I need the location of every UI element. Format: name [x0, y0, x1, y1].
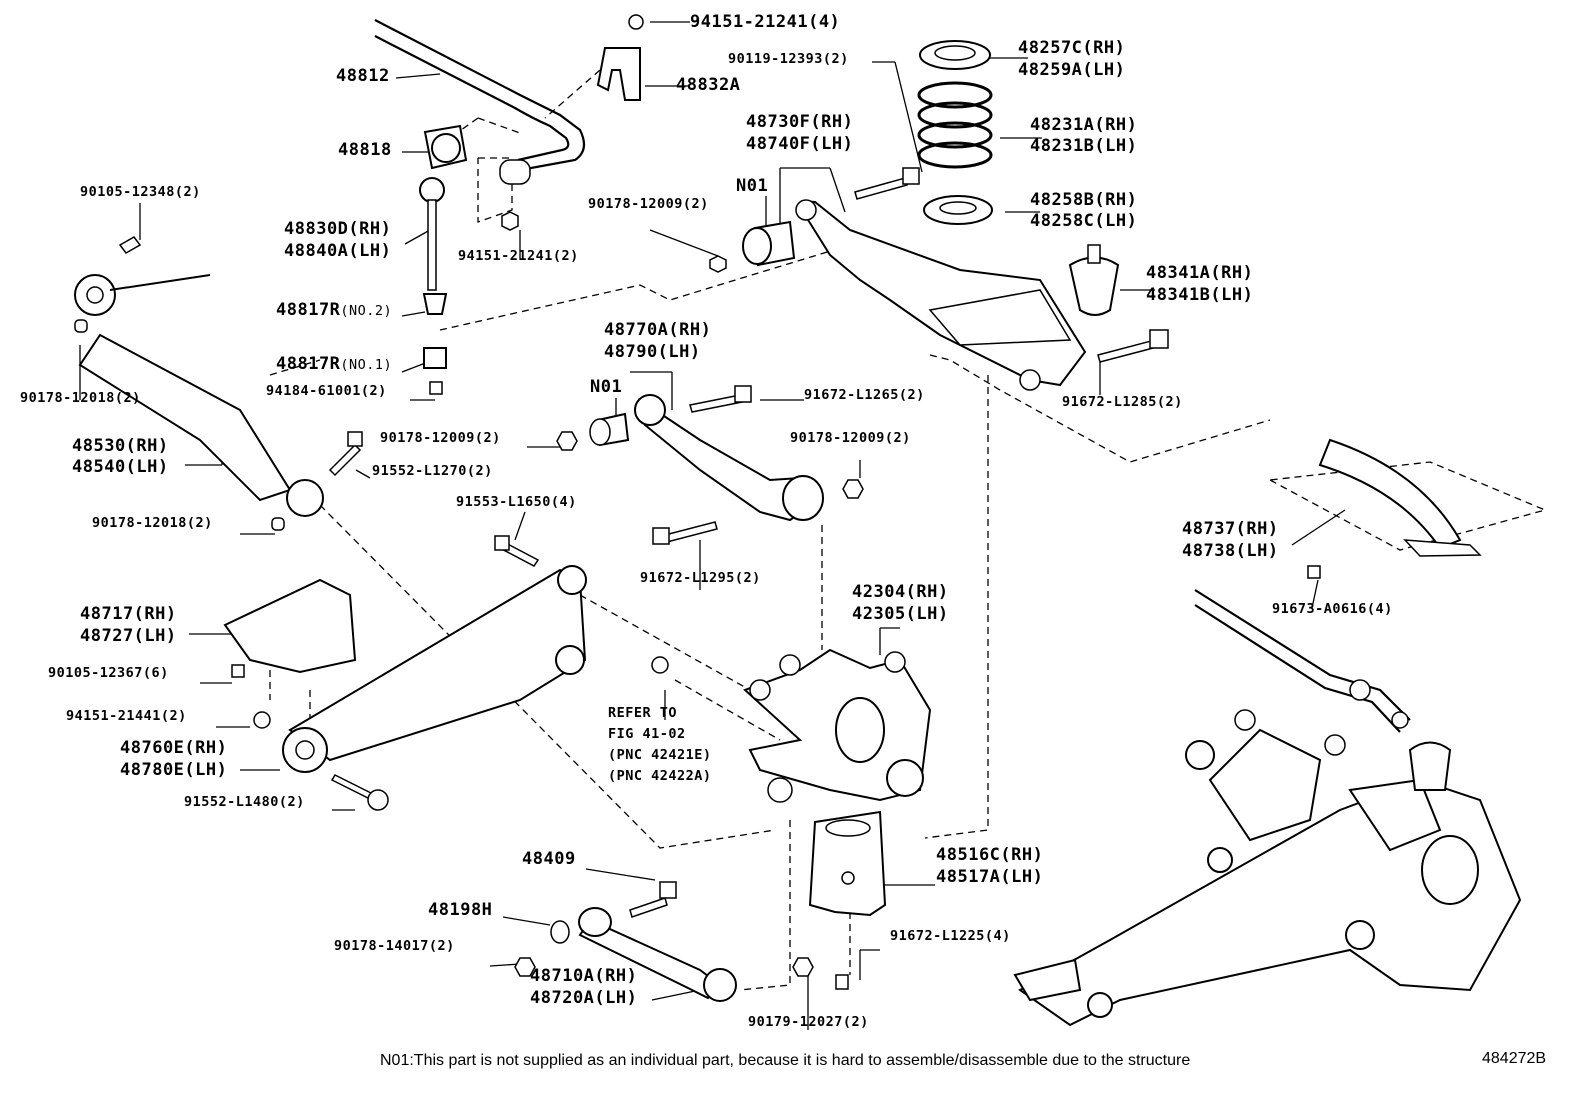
callout-48258b: 48258B(RH) — [1030, 190, 1138, 210]
refer-line3: (PNC 42421E) — [608, 747, 712, 763]
callout-48737: 48737(RH) — [1182, 519, 1279, 539]
callout-48258c: 48258C(LH) — [1030, 211, 1138, 231]
callout-48341b: 48341B(LH) — [1146, 285, 1254, 305]
callout-48740f: 48740F(LH) — [746, 134, 854, 154]
callout-90178-12018-b: 90178-12018(2) — [92, 515, 213, 531]
callout-91553-l1650: 91553-L1650(4) — [456, 494, 577, 510]
diagram-id: 484272B — [1482, 1050, 1547, 1067]
stabilizer-bar — [374, 19, 586, 185]
callout-94151-21241-4: 94151-21241(4) — [690, 12, 841, 32]
stabilizer-link — [419, 177, 519, 291]
callout-94151-21441: 94151-21441(2) — [66, 708, 187, 724]
bracket-48832a — [596, 14, 644, 101]
refer-line4: (PNC 42422A) — [608, 768, 712, 784]
callout-48832a: 48832A — [676, 75, 741, 95]
callout-48818: 48818 — [338, 140, 392, 160]
callout-48516c: 48516C(RH) — [936, 845, 1044, 865]
callout-48830d: 48830D(RH) — [284, 219, 392, 239]
callout-94151-21241-2: 94151-21241(2) — [458, 248, 579, 264]
callout-42305: 42305(LH) — [852, 604, 949, 624]
callout-48341a: 48341A(RH) — [1146, 263, 1254, 283]
callout-48231a: 48231A(RH) — [1030, 115, 1138, 135]
callout-48530: 48530(RH) — [72, 436, 169, 456]
callout-48409: 48409 — [522, 849, 576, 869]
callout-48730f: 48730F(RH) — [746, 112, 854, 132]
assembly-dash-lines — [269, 69, 1547, 991]
callout-91673-a0616: 91673-A0616(4) — [1272, 601, 1393, 617]
callout-48780e: 48780E(LH) — [120, 760, 228, 780]
refer-line2: FIG 41-02 — [608, 726, 686, 742]
callout-48738: 48738(LH) — [1182, 541, 1279, 561]
toe-arm-48710a — [514, 881, 814, 1002]
footnote-n01: N01:This part is not supplied as an indi… — [380, 1052, 1191, 1069]
callout-90178-12009-a: 90178-12009(2) — [588, 196, 709, 212]
callout-91552-l1480: 91552-L1480(2) — [184, 794, 305, 810]
shock-mount-cushions — [422, 293, 448, 395]
callout-91672-l1225: 91672-L1225(4) — [890, 928, 1011, 944]
callout-48727: 48727(LH) — [80, 626, 177, 646]
callout-90178-12018-a: 90178-12018(2) — [20, 390, 141, 406]
callout-90105-12348: 90105-12348(2) — [80, 184, 201, 200]
callout-48817r-no2: 48817R(NO.2) — [276, 300, 393, 320]
callout-n01-b: N01 — [590, 377, 623, 397]
callout-48231b: 48231B(LH) — [1030, 136, 1138, 156]
coil-spring — [917, 40, 993, 225]
callout-91672-l1285: 91672-L1285(2) — [1062, 394, 1183, 410]
callout-48817r-no1: 48817R(NO.1) — [276, 354, 393, 374]
callout-91672-l1295: 91672-L1295(2) — [640, 570, 761, 586]
bolt-91672-l1285 — [1097, 329, 1169, 363]
callout-91552-l1270: 91552-L1270(2) — [372, 463, 493, 479]
callout-n01-a: N01 — [736, 176, 769, 196]
callout-48517a: 48517A(LH) — [936, 867, 1044, 887]
rear-suspension-arm-48770a — [556, 385, 864, 545]
refer-line1: REFER TO — [608, 705, 678, 721]
callout-90178-12009-b: 90178-12009(2) — [380, 430, 501, 446]
bump-stopper — [1068, 244, 1120, 316]
bushing-48818 — [423, 124, 468, 170]
callout-48840a: 48840A(LH) — [284, 241, 392, 261]
callout-48790: 48790(LH) — [604, 342, 701, 362]
shock-absorber — [74, 236, 324, 531]
callout-48198h: 48198H — [428, 900, 493, 920]
rear-suspension-arm-upper — [795, 199, 1087, 391]
knuckle-42304 — [651, 648, 932, 803]
callout-48760e: 48760E(RH) — [120, 738, 228, 758]
callout-48812: 48812 — [336, 66, 390, 86]
callout-42304: 42304(RH) — [852, 582, 949, 602]
callout-90119-12393: 90119-12393(2) — [728, 51, 849, 67]
bolt-91552-l1270 — [328, 431, 363, 477]
lower-arm-48760e — [253, 535, 587, 811]
callout-91672-l1265: 91672-L1265(2) — [804, 387, 925, 403]
callout-48257c: 48257C(RH) — [1018, 38, 1126, 58]
callout-90179-12027: 90179-12027(2) — [748, 1014, 869, 1030]
protector-48737 — [1307, 438, 1482, 579]
callout-90105-12367: 90105-12367(6) — [48, 665, 169, 681]
bushing-n01-a — [709, 220, 796, 273]
callout-90178-12009-c: 90178-12009(2) — [790, 430, 911, 446]
bracket-48717 — [223, 578, 357, 678]
callout-48540: 48540(LH) — [72, 457, 169, 477]
callout-90178-14017: 90178-14017(2) — [334, 938, 455, 954]
callout-48720a: 48720A(LH) — [530, 988, 638, 1008]
callout-48770a: 48770A(RH) — [604, 320, 712, 340]
callout-48259a: 48259A(LH) — [1018, 60, 1126, 80]
assembled-view — [1013, 589, 1522, 1027]
callout-48717: 48717(RH) — [80, 604, 177, 624]
bolt-90119 — [854, 167, 920, 200]
callout-48710a: 48710A(RH) — [530, 966, 638, 986]
bracket-48516c — [808, 810, 887, 990]
callout-94184-61001: 94184-61001(2) — [266, 383, 387, 399]
